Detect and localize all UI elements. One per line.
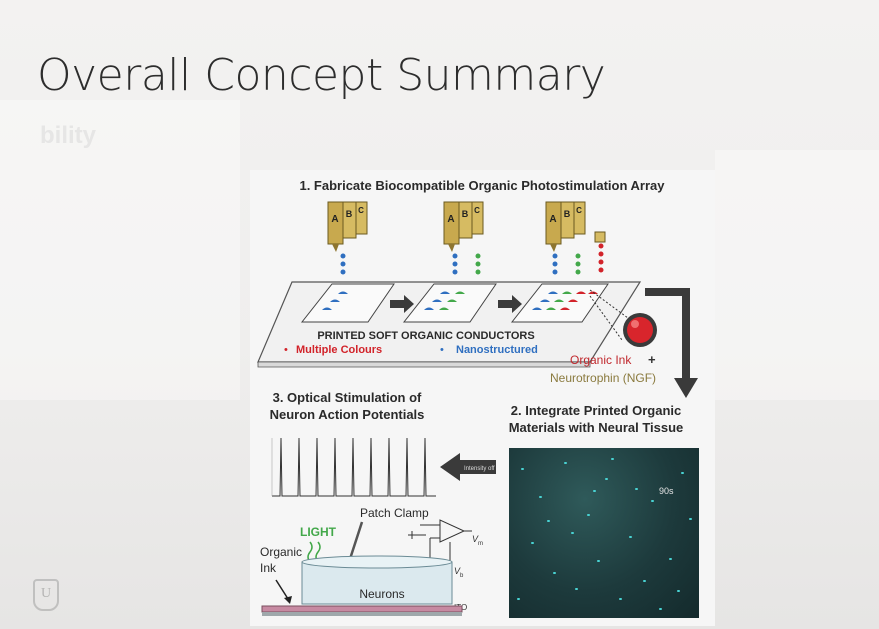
- cartridge-label-a: A: [447, 214, 454, 225]
- step2-title-line2: Materials with Neural Tissue: [509, 420, 684, 435]
- step3-arrow: [440, 453, 496, 481]
- step2-arrow: [645, 288, 698, 398]
- print-slide-2: [402, 283, 497, 323]
- cartridge-label-a: A: [549, 214, 556, 225]
- amplifier-symbol: [439, 519, 466, 543]
- process-arrow-2: [498, 295, 522, 313]
- background-ghost-panel: [715, 150, 879, 400]
- step3-title-line1: 3. Optical Stimulation of: [273, 390, 422, 405]
- vm-subscript: m: [478, 541, 483, 547]
- process-arrow-1: [390, 295, 414, 313]
- step3-title-line2: Neuron Action Potentials: [270, 407, 425, 422]
- cartridge-label-b: B: [346, 209, 353, 219]
- bullet-dot-blue: •: [440, 344, 444, 356]
- action-potential-trace: [272, 437, 436, 497]
- cartridge-label-c: C: [576, 206, 582, 215]
- plus-sign: +: [648, 352, 656, 367]
- bullet-dot-red: •: [284, 344, 288, 356]
- cartridge-label-c: C: [358, 206, 364, 215]
- petri-dish: [301, 561, 453, 605]
- cartridge-label-c: C: [474, 206, 480, 215]
- micrograph-label: 90s: [659, 486, 674, 496]
- print-slide-3: [510, 283, 609, 323]
- university-logo: U: [33, 579, 59, 611]
- patch-clamp-label: Patch Clamp: [360, 506, 429, 520]
- neural-tissue-micrograph: 90s: [509, 448, 699, 618]
- light-label: LIGHT: [300, 525, 337, 539]
- concept-diagram: 1. Fabricate Biocompatible Organic Photo…: [257, 178, 698, 616]
- step2-title-line1: 2. Integrate Printed Organic: [511, 403, 682, 418]
- step1-title: 1. Fabricate Biocompatible Organic Photo…: [299, 178, 665, 193]
- neurotrophin-label: Neurotrophin (NGF): [550, 371, 656, 385]
- vb-label: V: [454, 566, 461, 576]
- cartridge-label-a: A: [331, 214, 338, 225]
- printer-cartridges-3: A B C: [545, 201, 606, 275]
- bullet-multiple-colours: Multiple Colours: [296, 344, 382, 356]
- print-slide-1: [300, 283, 395, 323]
- slide-title: Overall Concept Summary: [37, 50, 606, 101]
- printer-cartridges-2: A B C: [443, 201, 484, 275]
- bullet-nanostructured: Nanostructured: [456, 344, 538, 356]
- neurons-label: Neurons: [359, 587, 404, 601]
- cartridge-label-b: B: [462, 209, 469, 219]
- background-ghost-panel: [0, 100, 240, 400]
- conductors-label: PRINTED SOFT ORGANIC CONDUCTORS: [317, 330, 534, 342]
- organic-ink-side-line1: Organic: [260, 545, 302, 559]
- vb-subscript: b: [460, 573, 464, 579]
- vm-label: V: [472, 534, 479, 544]
- ito-substrate: [261, 605, 463, 613]
- organic-ink-label: Organic Ink: [570, 353, 632, 367]
- printer-cartridges-1: A B C: [327, 201, 368, 275]
- cartridge-label-b: B: [564, 209, 571, 219]
- arrow-small-text: Intensity off: [464, 466, 495, 472]
- concept-figure: 1. Fabricate Biocompatible Organic Photo…: [250, 170, 715, 626]
- background-ghost-text: bility: [40, 122, 97, 149]
- organic-ink-side-line2: Ink: [260, 561, 277, 575]
